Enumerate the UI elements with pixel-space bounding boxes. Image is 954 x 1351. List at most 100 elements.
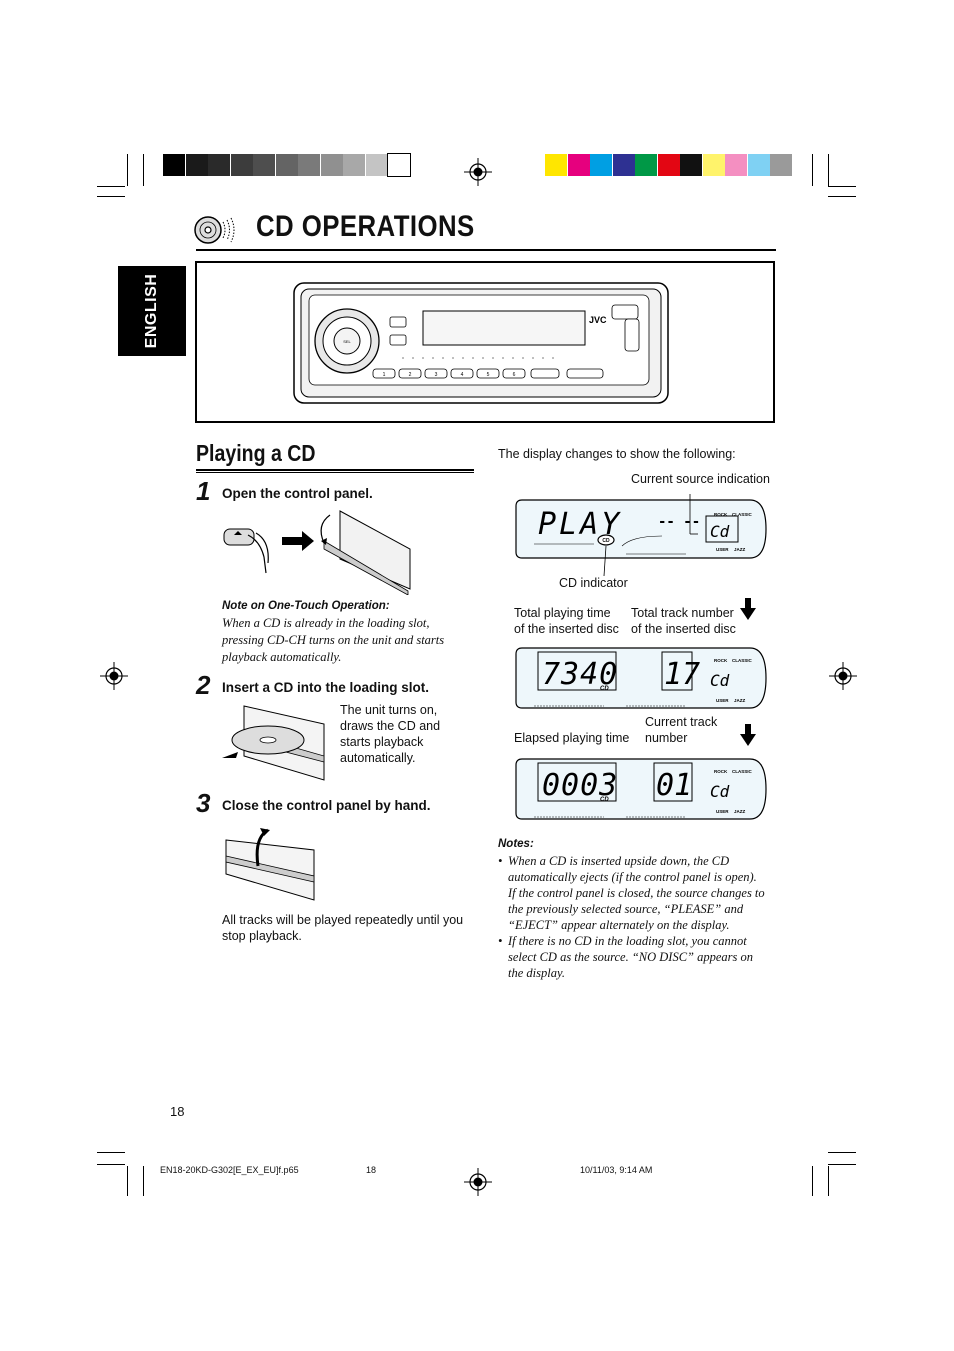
cd-disc-icon xyxy=(194,216,235,244)
lcd-track-text: 01 xyxy=(656,768,692,803)
calibration-swatch xyxy=(185,154,208,176)
language-tab: ENGLISH xyxy=(118,266,186,356)
insert-cd-illustration xyxy=(222,705,325,781)
notes-bullet: • xyxy=(498,934,503,948)
step-number: 2 xyxy=(196,670,211,700)
lcd-badge-rock: ROCK xyxy=(714,512,728,517)
language-tab-label: ENGLISH xyxy=(143,273,160,349)
svg-text:2: 2 xyxy=(409,372,412,378)
calibration-swatch xyxy=(275,154,298,176)
step3-desc-line: stop playback. xyxy=(222,929,302,943)
calibration-swatch xyxy=(770,154,792,176)
total-time-label: of the inserted disc xyxy=(514,622,619,636)
lcd-badge-rock: ROCK xyxy=(714,769,728,774)
callout-lines xyxy=(603,494,698,577)
lcd-source-text: Cd xyxy=(710,782,730,801)
close-panel-illustration xyxy=(225,828,315,901)
calibration-swatch xyxy=(230,154,253,176)
step-number: 1 xyxy=(196,476,211,506)
elapsed-time-label: Elapsed playing time xyxy=(514,731,630,745)
step-number: 3 xyxy=(196,788,211,818)
footer-file: EN18-20KD-G302[E_EX_EU]f.p65 xyxy=(160,1165,299,1175)
note-line: automatically ejects (if the control pan… xyxy=(508,870,757,884)
lcd-badge-jazz: JAZZ xyxy=(734,809,746,814)
calibration-swatch xyxy=(567,154,590,176)
lcd-main-text: 0003 xyxy=(542,768,618,803)
calibration-swatch xyxy=(343,154,365,176)
calibration-swatch xyxy=(208,154,230,176)
calibration-swatch xyxy=(365,154,388,176)
note-line: playback automatically. xyxy=(222,650,342,664)
note-line: When a CD is already in the loading slot… xyxy=(222,616,430,630)
lcd-badge-cd: CD xyxy=(602,538,610,544)
lcd-badge-cd: CD xyxy=(600,797,609,803)
registration-mark-icon xyxy=(464,1168,492,1196)
calibration-swatch xyxy=(680,154,702,176)
registration-mark-icon xyxy=(100,662,128,690)
lcd-badge-classic: CLASSIC xyxy=(732,512,753,517)
lcd-main-text: 7340 xyxy=(542,657,618,692)
calibration-swatch xyxy=(298,154,320,176)
note-line: the previously selected source, “PLEASE”… xyxy=(508,902,744,916)
page-title: CD OPERATIONS xyxy=(256,210,475,243)
note-line: If there is no CD in the loading slot, y… xyxy=(508,934,747,948)
display-intro: The display changes to show the followin… xyxy=(498,447,736,461)
svg-text:4: 4 xyxy=(461,372,464,378)
calibration-swatch xyxy=(545,154,567,176)
calibration-swatch xyxy=(387,153,411,177)
footer-date: 10/11/03, 9:14 AM xyxy=(580,1165,653,1175)
lcd-badge-rock: ROCK xyxy=(714,658,728,663)
lcd-source-text: Cd xyxy=(710,522,730,541)
calibration-swatch xyxy=(747,154,770,176)
page-number: 18 xyxy=(170,1104,185,1119)
svg-text:1: 1 xyxy=(383,372,386,378)
lcd-badge-jazz: JAZZ xyxy=(734,547,746,552)
lcd-display-total: 7340 17 Cd CD ROCK CLASSIC USER JAZZ xyxy=(515,647,767,709)
lcd-badge-classic: CLASSIC xyxy=(732,769,753,774)
note-heading: Note on One-Touch Operation: xyxy=(222,600,390,612)
note-line: the display. xyxy=(508,966,565,980)
step3-desc-line: All tracks will be played repeatedly unt… xyxy=(222,913,464,927)
lcd-display-play: PLAY -- -- Cd CD ROCK CLASSIC USER JAZZ xyxy=(515,499,767,559)
calibration-swatch xyxy=(612,154,635,176)
step2-desc-line: draws the CD and xyxy=(340,719,441,733)
section-rule xyxy=(196,472,474,473)
lcd-badge-cd: CD xyxy=(600,686,609,692)
step-text: Close the control panel by hand. xyxy=(222,798,431,813)
notes-bullet: • xyxy=(498,854,503,868)
section-rule xyxy=(196,469,474,471)
calibration-swatch xyxy=(163,154,185,176)
lcd-display-elapsed: 0003 01 Cd CD ROCK CLASSIC USER JAZZ xyxy=(515,758,767,820)
lcd-badge-user: USER xyxy=(716,809,729,814)
lcd-badge-user: USER xyxy=(716,547,729,552)
arrow-down-icon xyxy=(740,724,756,746)
calibration-swatch xyxy=(725,154,747,176)
note-line: pressing CD-CH turns on the unit and sta… xyxy=(222,633,445,647)
calibration-swatch xyxy=(702,154,725,176)
section-title: Playing a CD xyxy=(196,440,316,466)
calibration-swatch xyxy=(320,154,343,176)
title-rule xyxy=(196,249,776,251)
step-text: Insert a CD into the loading slot. xyxy=(222,680,430,695)
lcd-badge-classic: CLASSIC xyxy=(732,658,753,663)
calibration-swatch xyxy=(590,154,612,176)
step2-desc-line: starts playback xyxy=(340,735,424,749)
lcd-badge-user: USER xyxy=(716,698,729,703)
total-track-label: Total track number xyxy=(631,606,734,620)
calibration-swatch xyxy=(635,154,657,176)
current-track-label: Current track xyxy=(645,715,718,729)
lcd-track-text: 17 xyxy=(664,657,700,692)
total-track-label: of the inserted disc xyxy=(631,622,736,636)
lcd-badge-jazz: JAZZ xyxy=(734,698,746,703)
registration-mark-icon xyxy=(829,662,857,690)
notes-heading: Notes: xyxy=(498,838,534,850)
step2-desc-line: automatically. xyxy=(340,751,416,765)
brand-logo: JVC xyxy=(589,315,607,325)
svg-text:6: 6 xyxy=(513,372,516,378)
calibration-swatch xyxy=(253,154,275,176)
note-line: If the control panel is closed, the sour… xyxy=(508,886,765,900)
current-track-label: number xyxy=(645,731,688,745)
note-line: select CD as the source. “NO DISC” appea… xyxy=(508,950,754,964)
